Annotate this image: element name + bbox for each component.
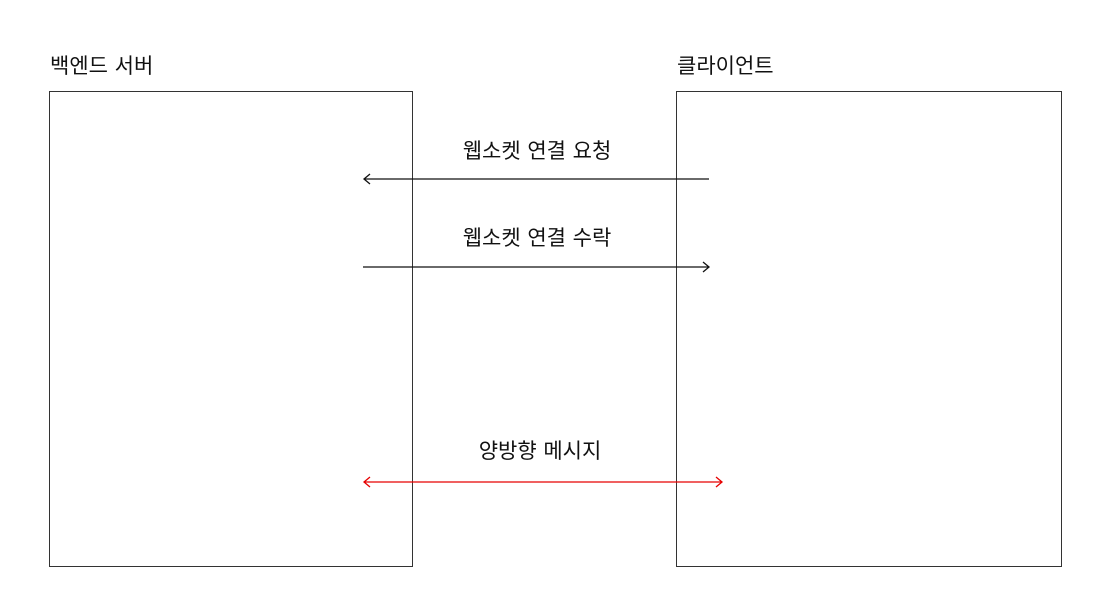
accept-arrow [363,261,711,273]
backend-server-box [49,91,413,567]
bidirectional-arrow [362,476,724,488]
websocket-accept-label: 웹소켓 연결 수락 [462,226,612,250]
request-arrow [362,173,709,185]
client-label: 클라이언트 [677,54,774,78]
backend-server-label: 백엔드 서버 [50,54,154,78]
bidirectional-message-label: 양방향 메시지 [478,439,602,463]
client-box [676,91,1062,567]
websocket-request-label: 웹소켓 연결 요청 [462,139,612,163]
